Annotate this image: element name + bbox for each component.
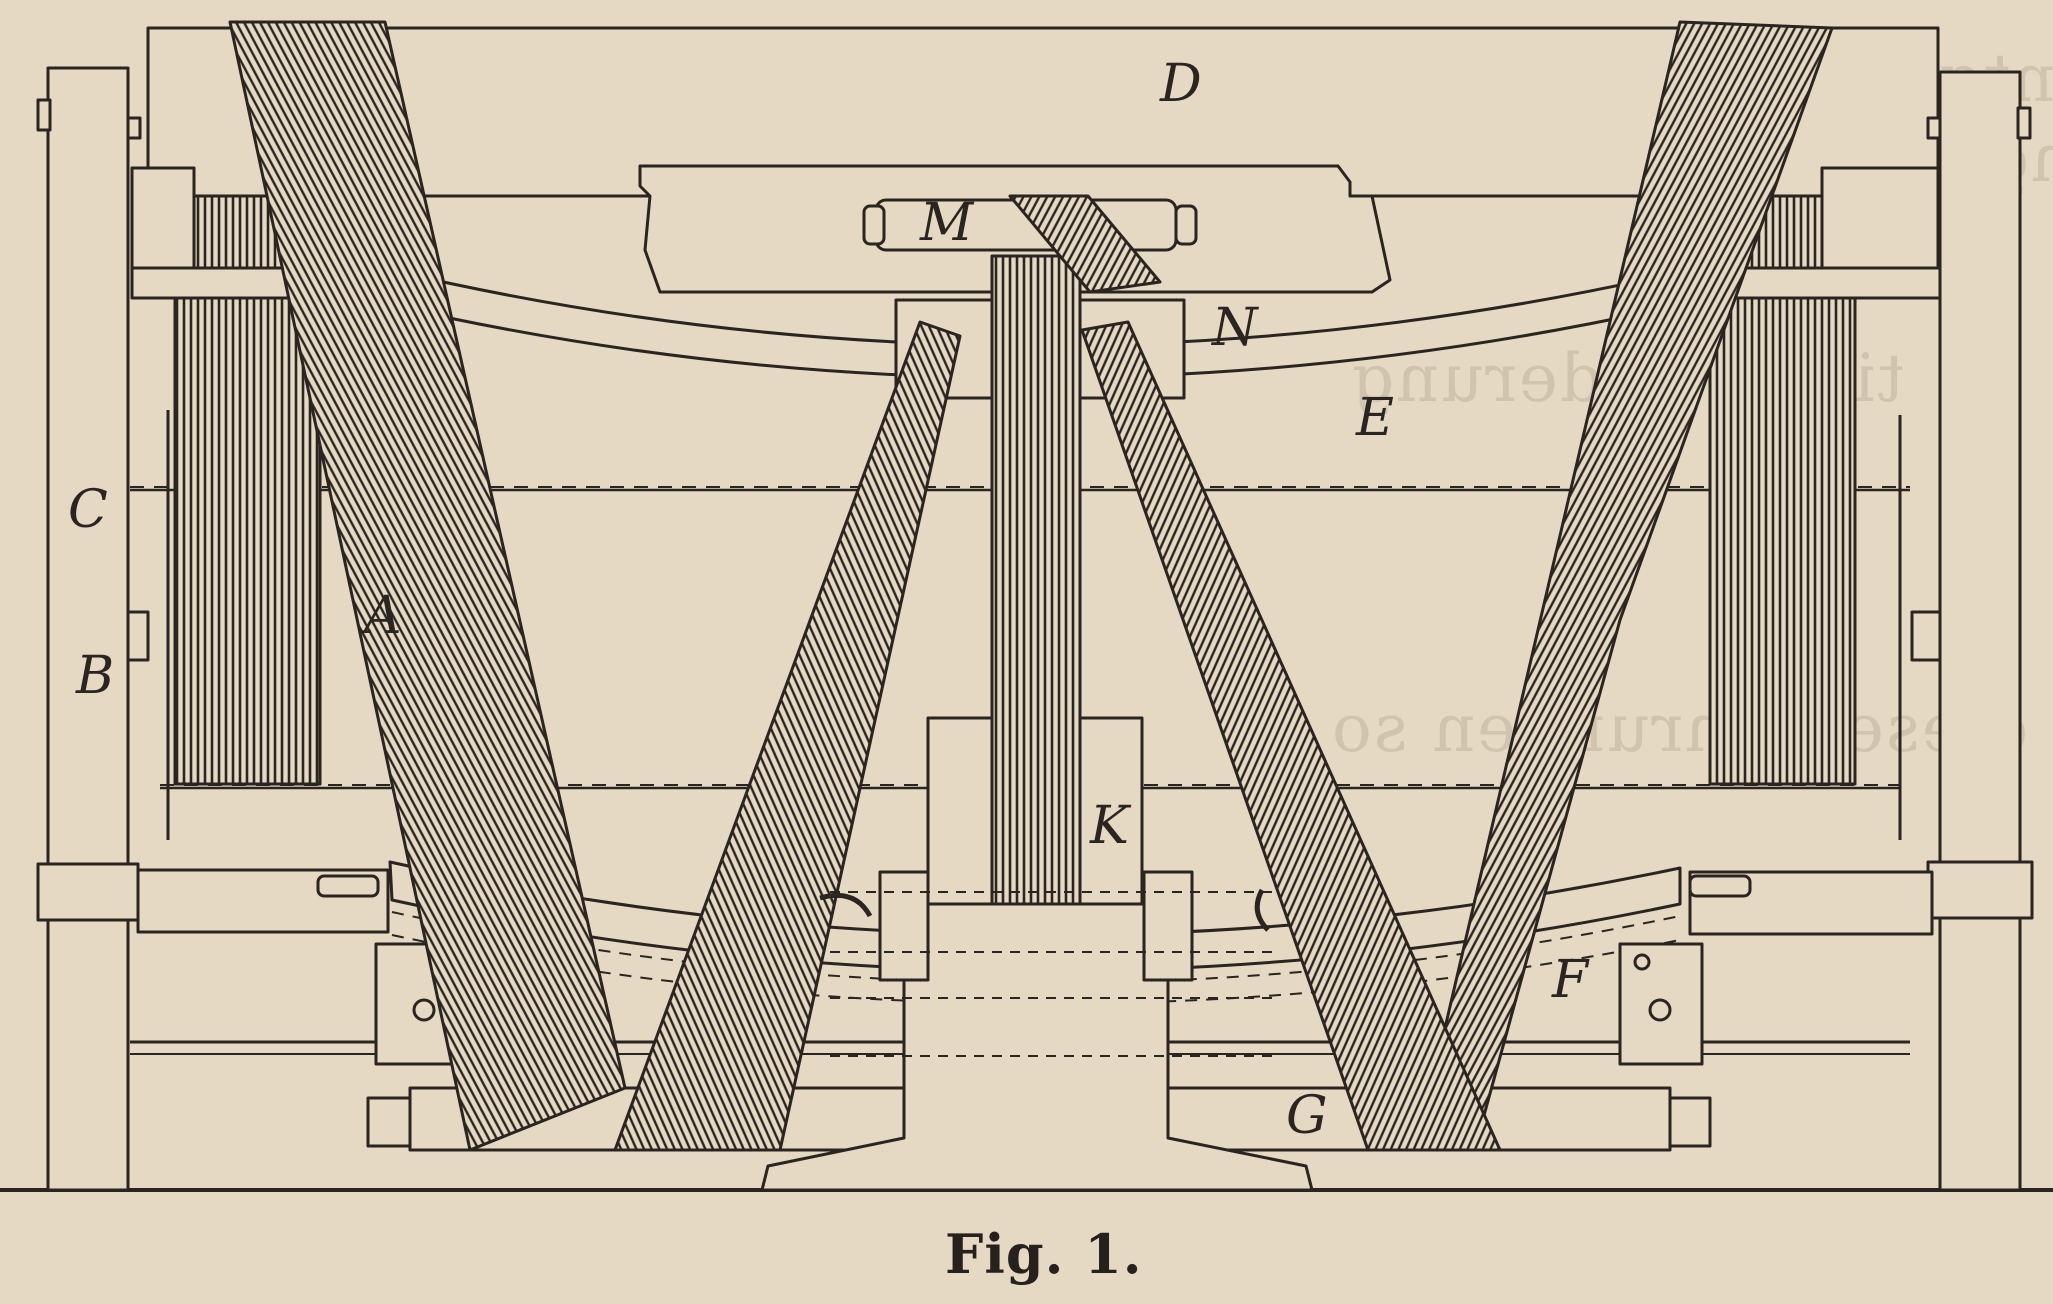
- label-coil-spring: A: [364, 586, 402, 646]
- strut-left-lower: [613, 320, 962, 1152]
- label-bottom-frame: G: [1286, 1086, 1328, 1146]
- label-center-block: K: [1090, 796, 1129, 856]
- right-post: [1938, 70, 2022, 1192]
- strut-right-lower: [1080, 320, 1502, 1152]
- strut-left-upper: [228, 20, 627, 1152]
- label-post: C: [68, 480, 108, 540]
- strut-right-upper: [1418, 20, 1834, 1137]
- label-lower-leaf-spring: F: [1552, 950, 1589, 1010]
- pedestal: [760, 902, 1314, 1192]
- figure-caption: Fig. 1.: [945, 1222, 1143, 1286]
- label-top-beam: D: [1160, 54, 1202, 114]
- label-clamp: N: [1212, 298, 1258, 358]
- label-upper-leaf-spring: E: [1356, 388, 1394, 448]
- label-bracket: B: [76, 646, 115, 706]
- label-roller: M: [920, 193, 974, 253]
- left-post: [46, 66, 130, 1192]
